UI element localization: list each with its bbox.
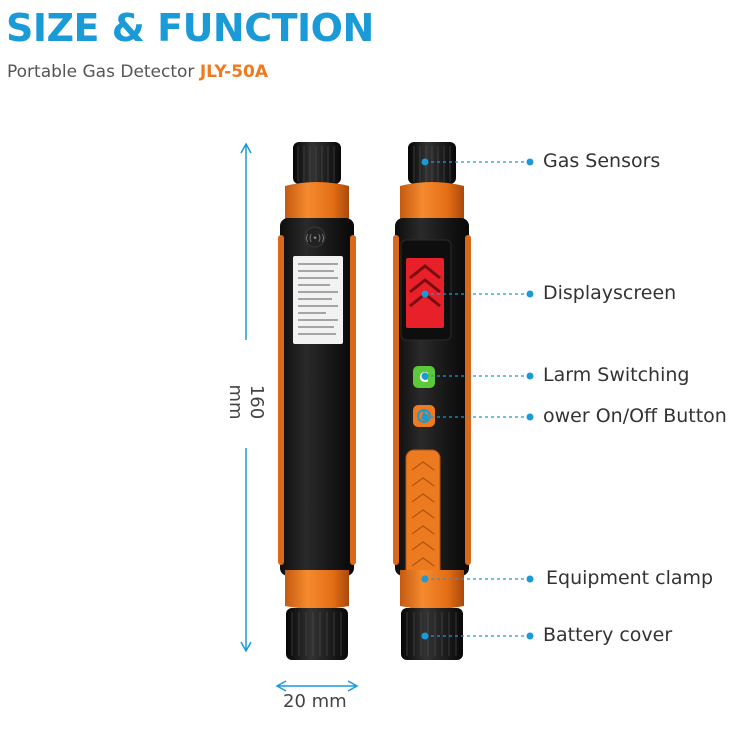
device-front-view: C <box>393 142 471 660</box>
page-subtitle: Portable Gas Detector JLY-50A <box>7 62 268 82</box>
height-dimension <box>240 142 252 653</box>
subtitle-prefix: Portable Gas Detector <box>7 62 200 82</box>
callout-power-button: ower On/Off Button <box>543 405 727 427</box>
callout-gas-sensors: Gas Sensors <box>543 150 661 172</box>
model-name: JLY-50A <box>199 62 269 82</box>
callout-display-screen: Displayscreen <box>543 282 677 304</box>
spec-label-sticker <box>293 256 343 344</box>
width-dimension <box>275 680 359 692</box>
battery-cover <box>401 608 463 660</box>
top-cap <box>293 142 341 184</box>
page-title: SIZE & FUNCTION <box>6 6 374 50</box>
height-label: 160 mm <box>225 384 267 420</box>
callout-alarm-switching: Larm Switching <box>543 364 690 386</box>
bottom-cap <box>286 608 348 660</box>
svg-text:((•)): ((•)) <box>305 234 324 244</box>
device-back-view: ((•)) <box>278 142 356 660</box>
width-label: 20 mm <box>283 691 347 712</box>
callout-battery-cover: Battery cover <box>543 624 673 646</box>
callout-equipment-clamp: Equipment clamp <box>546 567 714 589</box>
callout-dots <box>421 158 534 640</box>
